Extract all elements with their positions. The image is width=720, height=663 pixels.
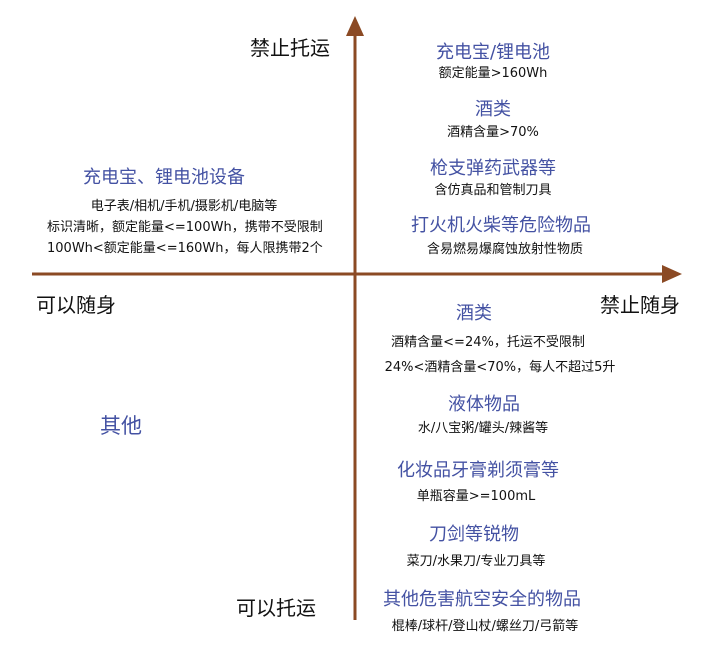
top-right-heading-3: 枪支弹药武器等	[430, 158, 556, 179]
top-right-line-1: 额定能量>160Wh	[438, 66, 548, 81]
axis-label-right: 禁止随身	[600, 293, 680, 317]
axis-label-bottom: 可以托运	[236, 596, 316, 620]
bottom-right-line-4: 菜刀/水果刀/专业刀具等	[406, 554, 546, 569]
bottom-right-line-5: 棍棒/球杆/登山杖/螺丝刀/弓箭等	[391, 619, 579, 634]
bottom-right-heading-1: 酒类	[456, 303, 492, 324]
bottom-right-heading-4: 刀剑等锐物	[429, 524, 519, 545]
bottom-right-line-1b: 24%<酒精含量<70%，每人不超过5升	[384, 360, 616, 375]
top-left-line-1: 电子表/相机/手机/摄影机/电脑等	[90, 199, 278, 214]
bottom-right-heading-5: 其他危害航空安全的物品	[383, 589, 581, 610]
axis-label-top: 禁止托运	[250, 36, 330, 60]
top-left-line-2: 标识清晰，额定能量<=100Wh，携带不受限制	[47, 220, 323, 235]
top-right-heading-1: 充电宝/锂电池	[435, 42, 551, 63]
bottom-left-heading: 其他	[100, 414, 142, 438]
horizontal-axis-arrow	[662, 265, 682, 283]
top-right-heading-4: 打火机火柴等危险物品	[411, 215, 591, 236]
axis-label-left: 可以随身	[36, 293, 116, 317]
top-left-line-3: 100Wh<额定能量<=160Wh，每人限携带2个	[47, 241, 323, 256]
top-right-line-3: 含仿真品和管制刀具	[434, 183, 552, 198]
top-right-heading-2: 酒类	[475, 99, 511, 120]
top-left-heading: 充电宝、锂电池设备	[83, 167, 245, 188]
top-right-line-2: 酒精含量>70%	[447, 125, 539, 140]
bottom-right-heading-2: 液体物品	[448, 394, 520, 415]
top-right-line-4: 含易燃易爆腐蚀放射性物质	[426, 242, 584, 257]
bottom-right-line-3: 单瓶容量>=100mL	[416, 489, 536, 504]
bottom-right-line-2: 水/八宝粥/罐头/辣酱等	[417, 421, 549, 436]
bottom-right-heading-3: 化妆品牙膏剃须膏等	[397, 460, 559, 481]
vertical-axis-arrow	[346, 16, 364, 36]
bottom-right-line-1a: 酒精含量<=24%，托运不受限制	[391, 335, 585, 350]
